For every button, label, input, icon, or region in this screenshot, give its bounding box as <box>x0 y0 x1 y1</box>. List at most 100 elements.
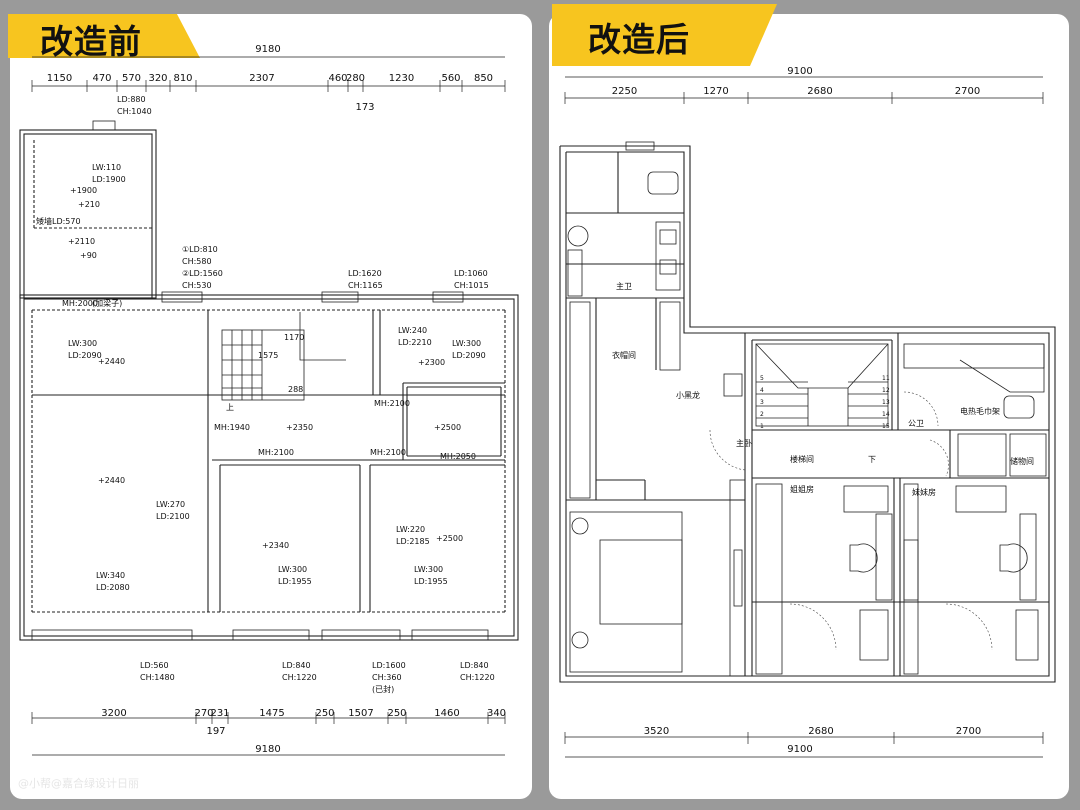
before-note-18-1: LD:2090 <box>452 351 486 360</box>
before-note-18-0: LW:300 <box>452 339 481 348</box>
before-note-0-1: CH:1040 <box>117 107 152 116</box>
before-note-33-1: LD:2080 <box>96 583 130 592</box>
before-note-24-0: +2500 <box>434 423 461 432</box>
after-dim-top-3: 2700 <box>955 86 980 97</box>
before-note-19-0: +2300 <box>418 358 445 367</box>
after-dimension-bottom <box>565 736 1043 758</box>
before-dim-bottom-2: 231 <box>210 708 229 719</box>
before-note-9-1: CH:1015 <box>454 281 489 290</box>
before-dim-top-4: 810 <box>173 73 192 84</box>
step-left-3: 4 <box>760 387 764 394</box>
before-note-37-1: CH:1220 <box>282 673 317 682</box>
before-note-7-0: ①LD:810 <box>182 245 218 254</box>
before-note-35-1: LD:1955 <box>414 577 448 586</box>
before-note-16-0: 288 <box>288 385 303 394</box>
step-right-4: 15 <box>882 423 890 430</box>
before-note-26-0: MH:2100 <box>370 448 406 457</box>
before-note-38-2: (已封) <box>372 684 394 694</box>
after-dim-bottom-total: 9100 <box>787 744 812 755</box>
before-dim-top-2: 570 <box>122 73 141 84</box>
before-note-12-0: LW:300 <box>68 339 97 348</box>
before-dim-top-1: 470 <box>92 73 111 84</box>
label-master-bed: 主卧 <box>736 438 752 448</box>
before-dim-bottom-4: 250 <box>315 708 334 719</box>
before-dim-top-5: 2307 <box>249 73 274 84</box>
after-plan-panel <box>549 14 1069 799</box>
before-note-3-0: +210 <box>78 200 100 209</box>
before-note-39-1: CH:1220 <box>460 673 495 682</box>
label-stair: 楼梯间 <box>790 454 814 464</box>
before-dim-bottom-8: 340 <box>487 708 506 719</box>
step-left-1: 2 <box>760 411 764 418</box>
before-note-30-1: LD:2185 <box>396 537 430 546</box>
before-note-36-1: CH:1480 <box>140 673 175 682</box>
after-dim-bottom-2: 2700 <box>956 726 981 737</box>
after-dim-bottom-0: 3520 <box>644 726 669 737</box>
before-note-27-0: MH:2050 <box>440 452 476 461</box>
before-note-29-0: LW:270 <box>156 500 185 509</box>
before-note-1-1: LD:1900 <box>92 175 126 184</box>
before-note-14-0: 1575 <box>258 351 278 360</box>
after-dim-top-1: 1270 <box>703 86 728 97</box>
before-dim-bottom-1: 270 <box>194 708 213 719</box>
after-title: 改造后 <box>588 20 690 59</box>
label-small-bar: 小黑龙 <box>676 390 700 400</box>
before-dim-top-9: 560 <box>441 73 460 84</box>
before-note-29-1: LD:2100 <box>156 512 190 521</box>
label-master-bath: 主卫 <box>616 281 632 291</box>
before-note-32-0: +2340 <box>262 541 289 550</box>
before-note-8-0: LD:1620 <box>348 269 382 278</box>
after-dim-top-0: 2250 <box>612 86 637 97</box>
before-dim-top-6: 460 <box>328 73 347 84</box>
after-dim-top-total: 9100 <box>787 66 812 77</box>
after-doors <box>709 391 993 651</box>
before-note-6-0: +90 <box>80 251 97 260</box>
before-title: 改造前 <box>40 22 142 61</box>
before-note-11-0: (加梁子) <box>92 298 122 308</box>
before-note-7-2: ②LD:1560 <box>182 269 223 278</box>
before-note-33-0: LW:340 <box>96 571 125 580</box>
step-left-2: 3 <box>760 399 764 406</box>
before-note-21-0: 上 <box>226 403 234 412</box>
before-dimension-top <box>32 56 505 87</box>
before-note-13-0: +2440 <box>98 357 125 366</box>
step-right-1: 12 <box>882 387 890 394</box>
before-note-25-0: MH:2100 <box>258 448 294 457</box>
before-note-7-1: CH:580 <box>182 257 212 266</box>
label-closet: 衣帽间 <box>612 350 636 360</box>
before-dim-top-7: 280 <box>346 73 365 84</box>
before-dim-top-0: 1150 <box>47 73 72 84</box>
before-note-7-3: CH:530 <box>182 281 212 290</box>
before-title-banner <box>8 14 200 58</box>
label-sister-room: 姐姐房 <box>790 484 814 494</box>
step-left-4: 5 <box>760 375 764 382</box>
before-plan-panel <box>10 14 532 799</box>
before-note-39-0: LD:840 <box>460 661 489 670</box>
before-note-34-1: LD:1955 <box>278 577 312 586</box>
label-storage: 储物间 <box>1010 456 1034 466</box>
before-note-12-1: LD:2090 <box>68 351 102 360</box>
before-note-34-0: LW:300 <box>278 565 307 574</box>
before-note-36-0: LD:560 <box>140 661 169 670</box>
label-public-bath: 公卫 <box>908 419 924 428</box>
step-right-0: 11 <box>882 375 890 382</box>
before-note-15-0: 1170 <box>284 333 304 342</box>
before-note-35-0: LW:300 <box>414 565 443 574</box>
after-title-banner <box>552 4 777 66</box>
before-note-17-1: LD:2210 <box>398 338 432 347</box>
after-staircase <box>755 343 889 427</box>
before-dim-bottom-total: 9180 <box>255 744 280 755</box>
before-note-23-0: +2350 <box>286 423 313 432</box>
before-dimension-bottom <box>32 717 505 756</box>
before-dim-bottom-6: 250 <box>387 708 406 719</box>
before-note-20-0: MH:2100 <box>374 399 410 408</box>
before-note-38-0: LD:1600 <box>372 661 406 670</box>
before-dim-197: 197 <box>206 726 225 737</box>
before-note-37-0: LD:840 <box>282 661 311 670</box>
before-staircase <box>221 312 346 401</box>
